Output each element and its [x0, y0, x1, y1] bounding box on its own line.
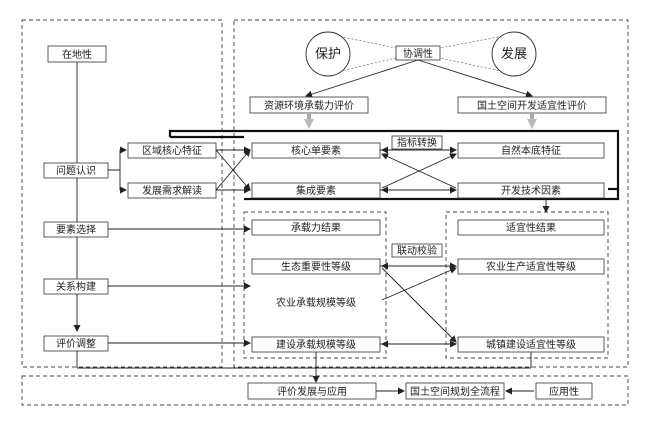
agri-carrying-label: 农业承载规模等级	[276, 296, 356, 309]
step-relation-label: 关系构建	[56, 280, 96, 293]
development-need-label: 发展需求解读	[142, 184, 202, 197]
coord-to-suitability-arrow	[417, 59, 533, 98]
eval-dev-label: 评价发展与应用	[277, 385, 347, 398]
regional-feature-label: 区域核心特征	[142, 144, 202, 157]
suit-title-box	[457, 219, 605, 236]
develop-circle	[491, 31, 537, 77]
planning-label: 国土空间规划全流程	[410, 385, 500, 398]
applicability-box	[535, 382, 593, 400]
applicability-label: 应用性	[549, 385, 579, 398]
carrying-frame	[243, 211, 387, 359]
integrated-element-label: 集成要素	[296, 184, 336, 197]
protect-circle	[305, 31, 351, 77]
planning-box	[405, 382, 505, 400]
thick-frame-bottom	[244, 190, 620, 201]
natural-feature-label: 自然本底特征	[501, 144, 561, 157]
suitability-eval-label: 国土空间开发适宜性评价	[477, 99, 587, 112]
step-select-label: 要素选择	[56, 223, 96, 236]
step-select-box	[43, 221, 109, 238]
urban-suit-label: 城镇建设适宜性等级	[486, 338, 576, 351]
coordination-label: 协调性	[403, 47, 433, 60]
left-frame	[21, 19, 223, 368]
step-problem-box	[43, 162, 109, 179]
linkage-label: 联动校验	[397, 244, 437, 257]
indicator-label: 指标转换	[397, 136, 437, 149]
develop-label: 发展	[501, 46, 527, 62]
locality-label: 在地性	[62, 48, 92, 61]
thick-frame-top	[168, 129, 620, 191]
carrying-title-box	[251, 219, 381, 236]
core-element-box	[251, 142, 381, 159]
agri-suit-box	[457, 258, 605, 275]
step-evaluate-box	[43, 335, 109, 352]
core-element-label: 核心单要素	[291, 144, 341, 157]
urban-carrying-label: 建设承载规模等级	[276, 338, 356, 351]
development-need-box	[127, 182, 217, 199]
right-frame	[233, 19, 629, 368]
dev-tech-box	[457, 182, 605, 199]
dev-tech-label: 开发技术因素	[501, 184, 561, 197]
coord-to-resource-arrow	[305, 59, 419, 98]
linkage-box	[391, 243, 443, 258]
carrying-title-label: 承载力结果	[291, 221, 341, 234]
indicator-box	[391, 135, 443, 150]
suit-title-label: 适宜性结果	[506, 221, 556, 234]
eco-importance-label: 生态重要性等级	[281, 260, 351, 273]
step-evaluate-label: 评价调整	[56, 337, 96, 350]
eco-importance-box	[251, 258, 381, 275]
resource-eval-label: 资源环境承载力评价	[264, 99, 354, 112]
bottom-frame	[21, 375, 629, 406]
step-relation-box	[43, 278, 109, 295]
integrated-element-box	[251, 182, 381, 199]
natural-feature-box	[457, 142, 605, 159]
suitability-frame	[445, 211, 609, 359]
protect-label: 保护	[315, 47, 341, 62]
agri-suit-label: 农业生产适宜性等级	[486, 260, 576, 273]
step-problem-label: 问题认识	[56, 164, 96, 177]
